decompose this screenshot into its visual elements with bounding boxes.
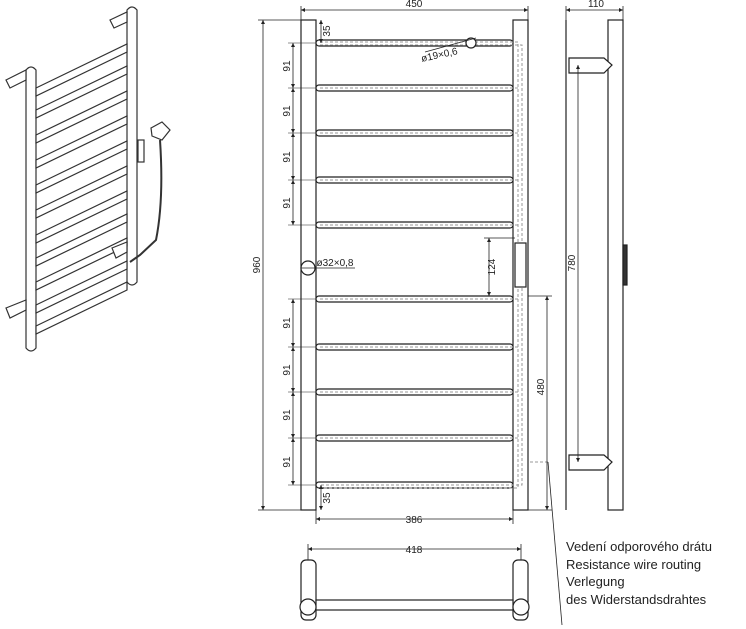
heater-box-iso xyxy=(137,139,145,163)
side-view xyxy=(565,19,628,511)
front-dimensions xyxy=(258,6,552,524)
note-line-en: Resistance wire routing xyxy=(566,556,702,572)
right-rail xyxy=(126,6,138,286)
heater-box xyxy=(514,242,527,288)
note-line-de-1: Verlegung xyxy=(566,574,625,589)
dim-bottom-view-width: 418 xyxy=(406,545,423,556)
bracket-top-right xyxy=(109,11,128,29)
dim-depth: 110 xyxy=(588,0,604,10)
dim-spacing: 91 xyxy=(282,409,293,421)
bracket-bottom-left xyxy=(5,299,27,319)
left-rail xyxy=(25,66,37,352)
dim-width-bottom: 386 xyxy=(406,515,423,526)
bracket-top-left xyxy=(5,69,27,89)
dim-height-total: 960 xyxy=(252,256,263,273)
bottom-rung xyxy=(315,599,514,611)
dim-mount-distance: 780 xyxy=(567,254,578,271)
bottom-right-tube xyxy=(512,598,530,616)
bottom-dimensions xyxy=(307,544,522,560)
side-heater-knob xyxy=(622,244,628,286)
isometric-view xyxy=(5,6,171,352)
note-leader xyxy=(547,461,563,626)
dim-cable-length: 480 xyxy=(536,378,547,395)
bottom-view xyxy=(299,559,530,621)
note-line-cz: Vedení odporového drátu xyxy=(566,539,713,554)
dim-top-offset: 35 xyxy=(322,25,333,37)
dim-spacing: 91 xyxy=(282,456,293,468)
dim-spacing: 91 xyxy=(282,317,293,329)
side-bracket-top xyxy=(568,57,613,74)
wire-routing-note: Vedení odporového drátu Resistance wire … xyxy=(566,538,712,608)
small-tube-section xyxy=(465,37,477,49)
front-dimension-labels: 450 386 960 35 35 91 91 91 91 91 91 91 9… xyxy=(252,0,547,526)
plug-icon xyxy=(150,121,171,141)
bracket-bottom-right xyxy=(111,241,128,259)
power-cable xyxy=(129,139,163,263)
dim-width-top: 450 xyxy=(406,0,423,10)
dim-small-tube: ø19×0,6 xyxy=(420,46,459,65)
front-rungs xyxy=(315,39,514,489)
dim-bottom-offset: 35 xyxy=(322,492,333,504)
dim-spacing: 91 xyxy=(282,60,293,72)
dim-spacing: 91 xyxy=(282,105,293,117)
dim-spacing: 91 xyxy=(282,364,293,376)
bottom-left-tube xyxy=(299,598,317,616)
isometric-rungs xyxy=(35,43,128,335)
dim-spacing: 91 xyxy=(282,197,293,209)
note-line-de-2: des Widerstandsdrahtes xyxy=(566,591,707,607)
side-dimensions xyxy=(565,6,624,462)
front-view xyxy=(300,19,548,511)
dim-large-tube: ø32×0,8 xyxy=(317,258,354,269)
dim-spacing: 91 xyxy=(282,151,293,163)
side-bracket-bottom xyxy=(568,454,613,471)
dim-heater-box: 124 xyxy=(487,258,498,275)
side-rail xyxy=(607,19,624,511)
